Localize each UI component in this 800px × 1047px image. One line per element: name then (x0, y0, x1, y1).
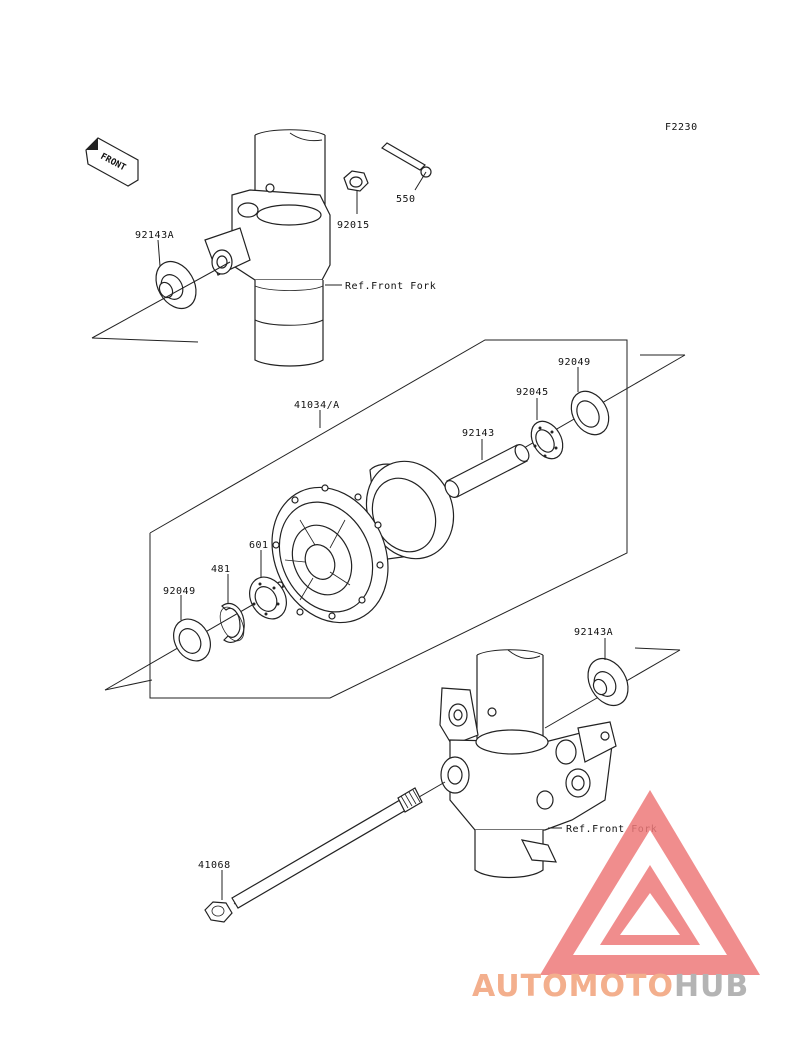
callout-92049-right: 92049 (558, 357, 591, 368)
collar-92143a-top: 92143A (135, 230, 197, 310)
callout-481: 481 (211, 564, 231, 575)
callout-92045: 92045 (516, 387, 549, 398)
callout-41068: 41068 (198, 860, 231, 871)
spacer-tube-92143: 92143 (444, 428, 530, 498)
callout-41034a: 41034/A (294, 400, 340, 411)
bearing-601: 601 (249, 540, 287, 620)
automotohub-logo: AUTOMOTOHUB (472, 790, 760, 1004)
oil-seal-92049-right: 92049 (558, 357, 610, 436)
callout-92049-left: 92049 (163, 586, 196, 597)
bearing-92045: 92045 (516, 387, 564, 460)
oil-seal-92049-left: 92049 (163, 586, 211, 662)
callout-92143: 92143 (462, 428, 495, 439)
collar-92143a-bottom: 92143A (574, 627, 629, 707)
watermark-part1: AUTOMOTO (472, 969, 674, 1004)
ref-front-fork-bottom: Ref.Front Fork (566, 824, 657, 835)
front-arrow-icon: FRONT (85, 137, 139, 187)
callout-601: 601 (249, 540, 269, 551)
top-front-fork (204, 129, 331, 367)
cotter-pin-550: 550 (381, 142, 432, 205)
callout-92143a-bottom: 92143A (574, 627, 613, 638)
circlip-481: 481 (211, 564, 245, 643)
wheel-hub-41034a (271, 460, 455, 624)
top-axis-line (91, 261, 231, 343)
ref-front-fork-top: Ref.Front Fork (345, 281, 436, 292)
callout-550: 550 (396, 194, 416, 205)
hub-assembly-frame (149, 339, 628, 699)
watermark-part2: HUB (674, 969, 749, 1004)
figure-code: F2230 (665, 122, 698, 133)
callout-92015: 92015 (337, 220, 370, 231)
bottom-front-fork (439, 649, 617, 879)
axle-41068: 41068 (198, 781, 446, 923)
callout-92143a-top: 92143A (135, 230, 174, 241)
nut-92015: 92015 (337, 170, 370, 231)
svg-text:AUTOMOTOHUB: AUTOMOTOHUB (472, 969, 749, 1004)
